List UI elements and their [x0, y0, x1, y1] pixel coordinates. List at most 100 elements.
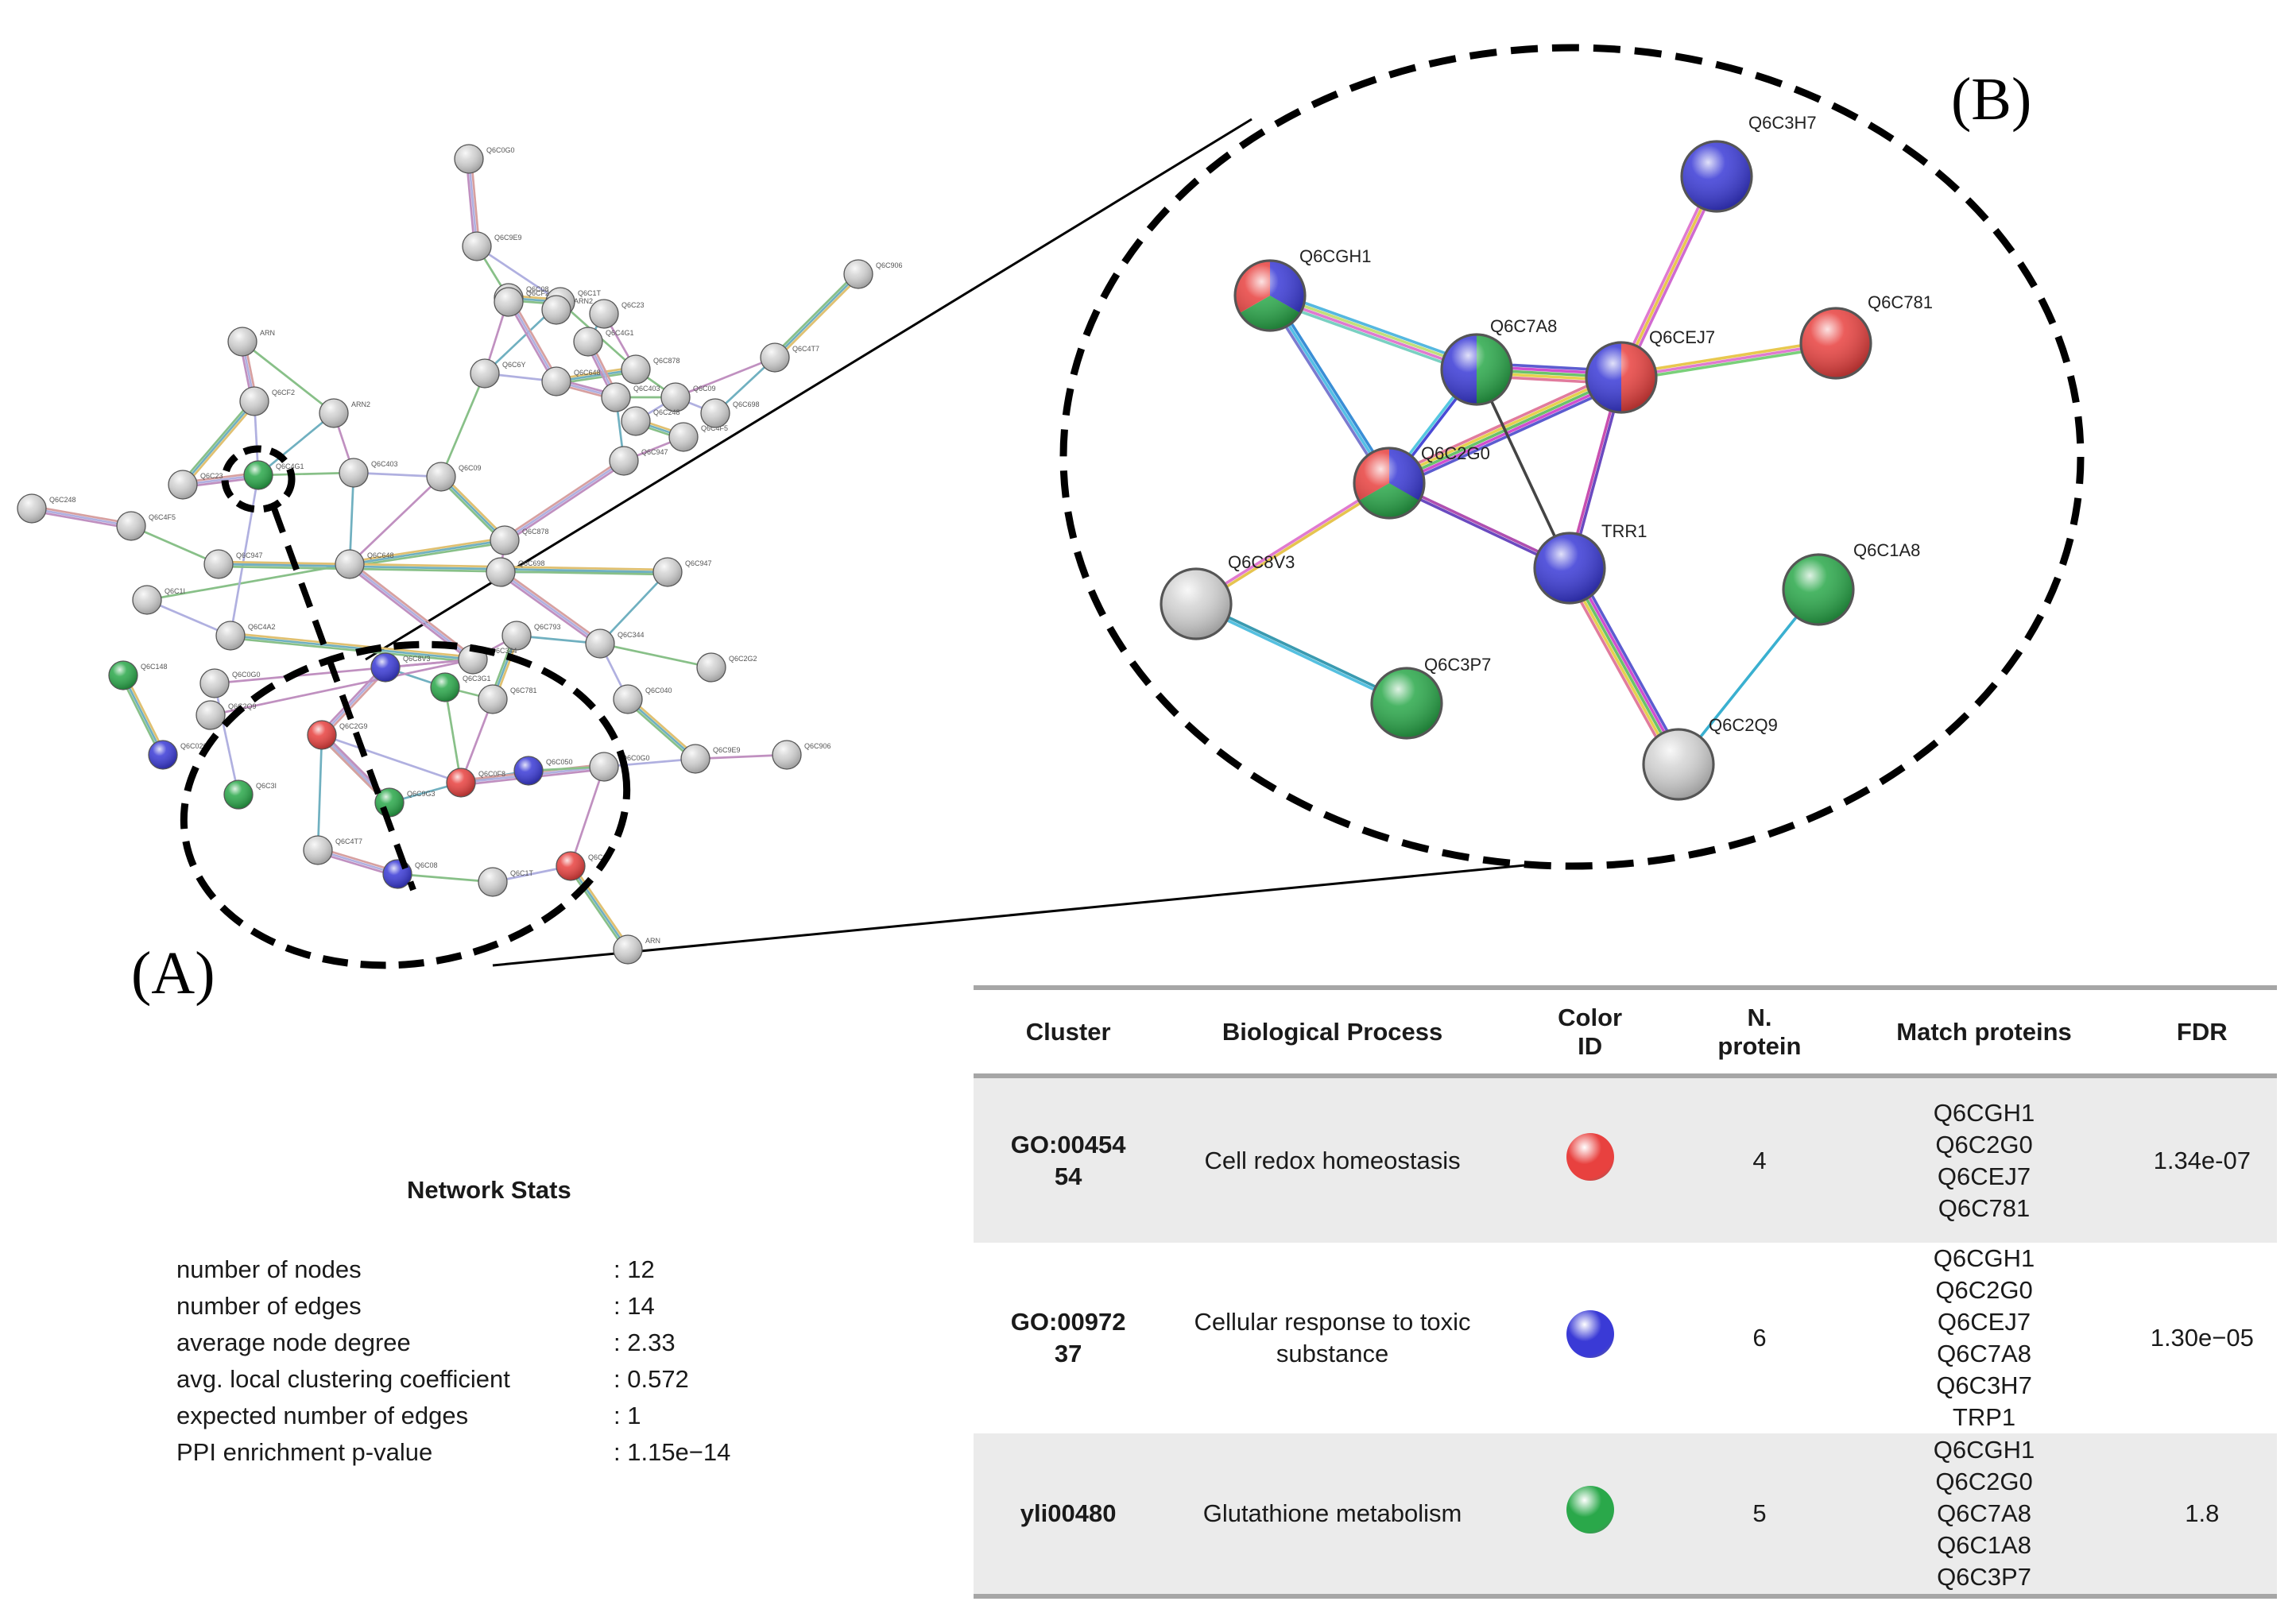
network-edge [625, 696, 698, 762]
overview-node [589, 752, 619, 782]
network-edge [229, 474, 260, 636]
network-edge [210, 658, 474, 717]
network-edge [569, 766, 606, 867]
header-fdr: FDR [2176, 1017, 2228, 1046]
network-edge [180, 399, 257, 487]
node-label: Q6C2G0 [1421, 443, 1490, 463]
overview-node-label: Q6C947 [236, 551, 263, 559]
overview-node [494, 287, 524, 317]
overview-node-label: ARN2 [574, 297, 593, 305]
overview-node-label: Q6C6Y [588, 853, 612, 861]
node-label: Q6CGH1 [1299, 246, 1371, 266]
table-row: yli00480 Glutathione metabolism 5 Q6CGH1… [974, 1433, 2277, 1596]
fdr-value: 1.8 [2127, 1433, 2277, 1596]
zoomed-node-q6c8v3 [1160, 567, 1233, 640]
zoomed-node-q6c7a8 [1440, 333, 1513, 406]
overview-node-label: ARN2 [351, 400, 370, 408]
overview-node [17, 493, 47, 524]
overview-node [585, 629, 615, 659]
network-edge [218, 560, 668, 576]
green-ball-icon [1566, 1486, 1614, 1534]
stats-title: Network Stats [407, 1176, 571, 1204]
node-label: Q6CEJ7 [1649, 327, 1715, 347]
network-edge [1194, 601, 1408, 706]
network-edge [438, 474, 508, 543]
zoomed-node-q6c1a8 [1782, 553, 1855, 626]
overview-node-label: Q6C4T7 [335, 837, 362, 845]
overview-node-label: Q6C8V3 [403, 655, 431, 663]
network-edge [1194, 480, 1392, 607]
network-edge [230, 632, 474, 663]
network-edge [772, 271, 861, 361]
overview-node-label: Q6C906 [804, 742, 831, 750]
overview-node-label: Q6CF2 [526, 289, 549, 297]
color-id [1501, 1076, 1678, 1243]
network-edge [695, 753, 788, 760]
node-label: Q6C1A8 [1853, 540, 1920, 560]
stats-row: expected number of edges: 1 [176, 1402, 641, 1429]
overview-node-label: Q6C947 [641, 448, 668, 456]
network-edge [459, 698, 494, 783]
stats-row: number of nodes: 12 [176, 1255, 655, 1283]
network-edge [31, 505, 132, 530]
network-edge [213, 683, 240, 795]
network-edge [349, 536, 505, 568]
overview-node-label: Q6C6Y [502, 361, 526, 369]
network-edge [599, 642, 712, 669]
network-edge [348, 472, 355, 565]
overview-node-label: Q6C698 [518, 559, 545, 567]
overview-node-label: Q6C698 [733, 400, 760, 408]
overview-node [490, 525, 520, 555]
overview-node [609, 446, 639, 476]
overview-node [541, 366, 571, 396]
network-edge [257, 471, 354, 477]
protein-count: 6 [1752, 1324, 1767, 1352]
overview-node [589, 299, 619, 329]
overview-node [215, 621, 246, 651]
overview-node-label: Q6C1T [578, 289, 602, 297]
zoomed-node-q6c2q9 [1642, 728, 1715, 801]
overview-node [621, 406, 651, 436]
overview-node-label: Q6C2Q9 [228, 702, 257, 710]
overview-node [668, 422, 699, 452]
overview-node [680, 744, 710, 774]
overview-node-label: Q6C23 [621, 301, 645, 309]
overview-node [573, 327, 603, 357]
color-id [1502, 1243, 1678, 1433]
overview-node [339, 458, 369, 488]
network-edge [397, 872, 494, 884]
stats-row: average node degree: 2.33 [176, 1329, 676, 1356]
network-edge [242, 340, 335, 415]
network-edge [214, 658, 474, 685]
overview-node [513, 756, 544, 786]
network-edge [1266, 292, 1393, 486]
overview-node-label: Q6C403 [633, 385, 660, 393]
overview-node-label: Q6C3I [256, 782, 277, 790]
network-edge [130, 524, 219, 566]
overview-node-label: Q6C0G0 [621, 754, 650, 762]
network-edge [567, 864, 631, 952]
overview-node-label: ARN [260, 329, 275, 337]
blue-ball-icon [1566, 1310, 1614, 1358]
overview-node [199, 668, 230, 698]
overview-node-label: Q6C648 [367, 551, 394, 559]
zoomed-node-q6cej7 [1585, 341, 1658, 414]
overview-node [108, 660, 138, 690]
panel-b-label: (B) [1951, 66, 2031, 133]
network-edge [603, 757, 696, 768]
overview-node-label: Q6C4G1 [606, 329, 634, 337]
node-label: Q6C781 [1868, 292, 1933, 312]
overview-node [454, 144, 484, 174]
overview-node [696, 652, 726, 683]
overview-node [613, 934, 643, 965]
overview-node-label: Q6C0G0 [232, 671, 261, 679]
stats-row: PPI enrichment p-value: 1.15e−14 [176, 1438, 731, 1466]
overview-node [501, 621, 532, 651]
overview-node [652, 557, 683, 587]
network-edge [439, 373, 486, 478]
panel-a-label: (A) [131, 940, 215, 1007]
overview-node [430, 672, 460, 702]
